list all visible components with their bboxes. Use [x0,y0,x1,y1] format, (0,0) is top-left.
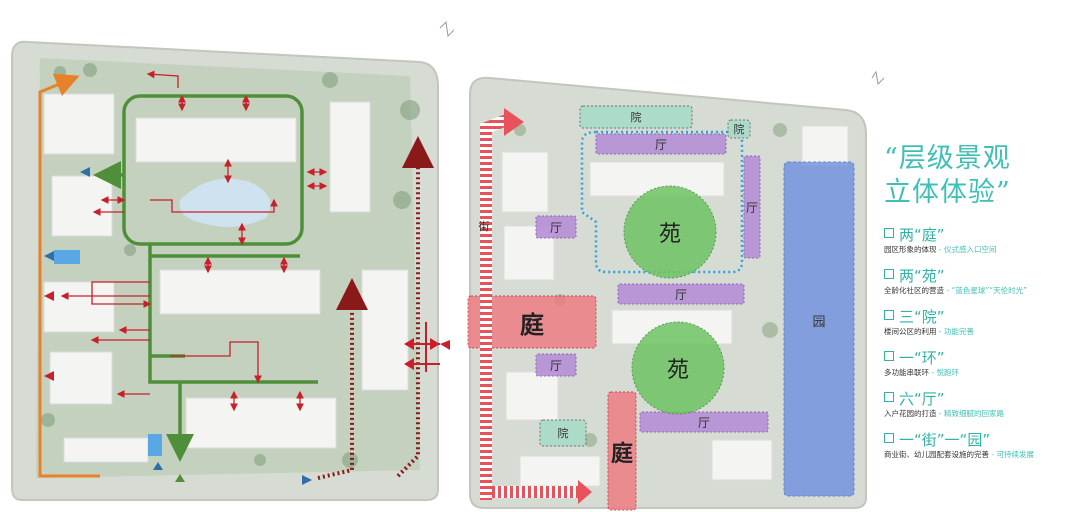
hall-label-4: 厅 [674,287,687,302]
hall-label-3: 厅 [549,220,562,235]
legend-item-note: “蓝色星球”“天伦时光” [951,286,1028,295]
green-loop-path [93,94,318,462]
left-buildings [43,93,409,463]
checkbox-square-icon [884,433,894,443]
yard-label-3: 院 [557,427,569,440]
hall-label-1: 厅 [654,137,667,152]
pool [179,178,271,227]
yard-label-2: 院 [733,123,745,136]
checkbox-square-icon [884,310,894,320]
yard-zone-2 [727,119,751,139]
garden-label-2: 苑 [666,358,689,383]
legend-panel: “层级景观 立体体验” 两“庭” 园区形象的体现 - 仪式感入口空间 两“苑” … [884,142,1074,460]
legend-item: 两“庭” 园区形象的体现 - 仪式感入口空间 [884,226,997,254]
legend-item-desc: 全龄化社区的营造 [884,286,944,295]
checkbox-square-icon [884,228,894,238]
cyan-loop [580,130,744,274]
legend-item-desc: 多功能串联环 [884,368,929,377]
legend-item-desc: 楼间公区的利用 [884,327,937,336]
hall-label-5: 厅 [549,358,562,373]
legend-item: 一“环” 多功能串联环 - 悦跑环 [884,349,959,377]
checkbox-square-icon [884,351,894,361]
legend-item-desc: 入户花园的打造 [884,409,937,418]
legend-item: 两“苑” 全龄化社区的营造 - “蓝色星球”“天伦时光” [884,267,1028,295]
hall-label-2: 厅 [745,200,758,215]
legend-item-desc: 园区形象的体现 [884,245,937,254]
legend-item-note: 可持续发展 [996,450,1034,459]
court-label-2: 庭 [610,442,633,467]
legend-item-desc: 商业街、幼儿园配套设施的完善 [884,450,989,459]
legend-item: 三“院” 楼间公区的利用 - 功能完善 [884,308,974,336]
checkbox-square-icon [884,392,894,402]
garden-label-1: 苑 [658,222,681,247]
legend-item-note: 精致细腻的回家路 [943,409,1004,418]
legend-item: 六“厅” 入户花园的打造 - 精致细腻的回家路 [884,390,1004,418]
legend-item-head: 六“厅” [899,390,945,408]
legend-item-note: 功能完善 [943,327,974,336]
legend-item-head: 三“院” [899,308,945,326]
legend-title-line1: “层级景观 [884,143,1011,174]
legend-item-note: 悦跑环 [936,368,959,377]
yard-zone-3 [539,419,587,447]
legend-item-head: 两“苑” [899,267,945,285]
park-zone [783,161,855,497]
legend-item-note: 仪式感入口空间 [943,245,997,254]
yard-label-1: 院 [630,111,642,124]
street-label: 街 [478,220,490,233]
orange-perimeter-path [38,73,100,478]
court-label-1: 庭 [520,310,544,339]
legend-item: 一“街”一“园” 商业街、幼儿园配套设施的完善 - 可持续发展 [884,431,1034,459]
legend-title-line2: 立体体验” [884,177,1011,208]
checkbox-square-icon [884,269,894,279]
legend-item-head: 两“庭” [899,226,945,244]
hall-label-6: 厅 [697,415,710,430]
yard-zone-1 [579,105,693,129]
legend-item-head: 一“环” [899,349,945,367]
park-label: 园 [812,314,826,330]
court-zone-1 [467,295,597,349]
court-zone-2 [607,391,637,511]
legend-item-head: 一“街”一“园” [899,431,991,449]
